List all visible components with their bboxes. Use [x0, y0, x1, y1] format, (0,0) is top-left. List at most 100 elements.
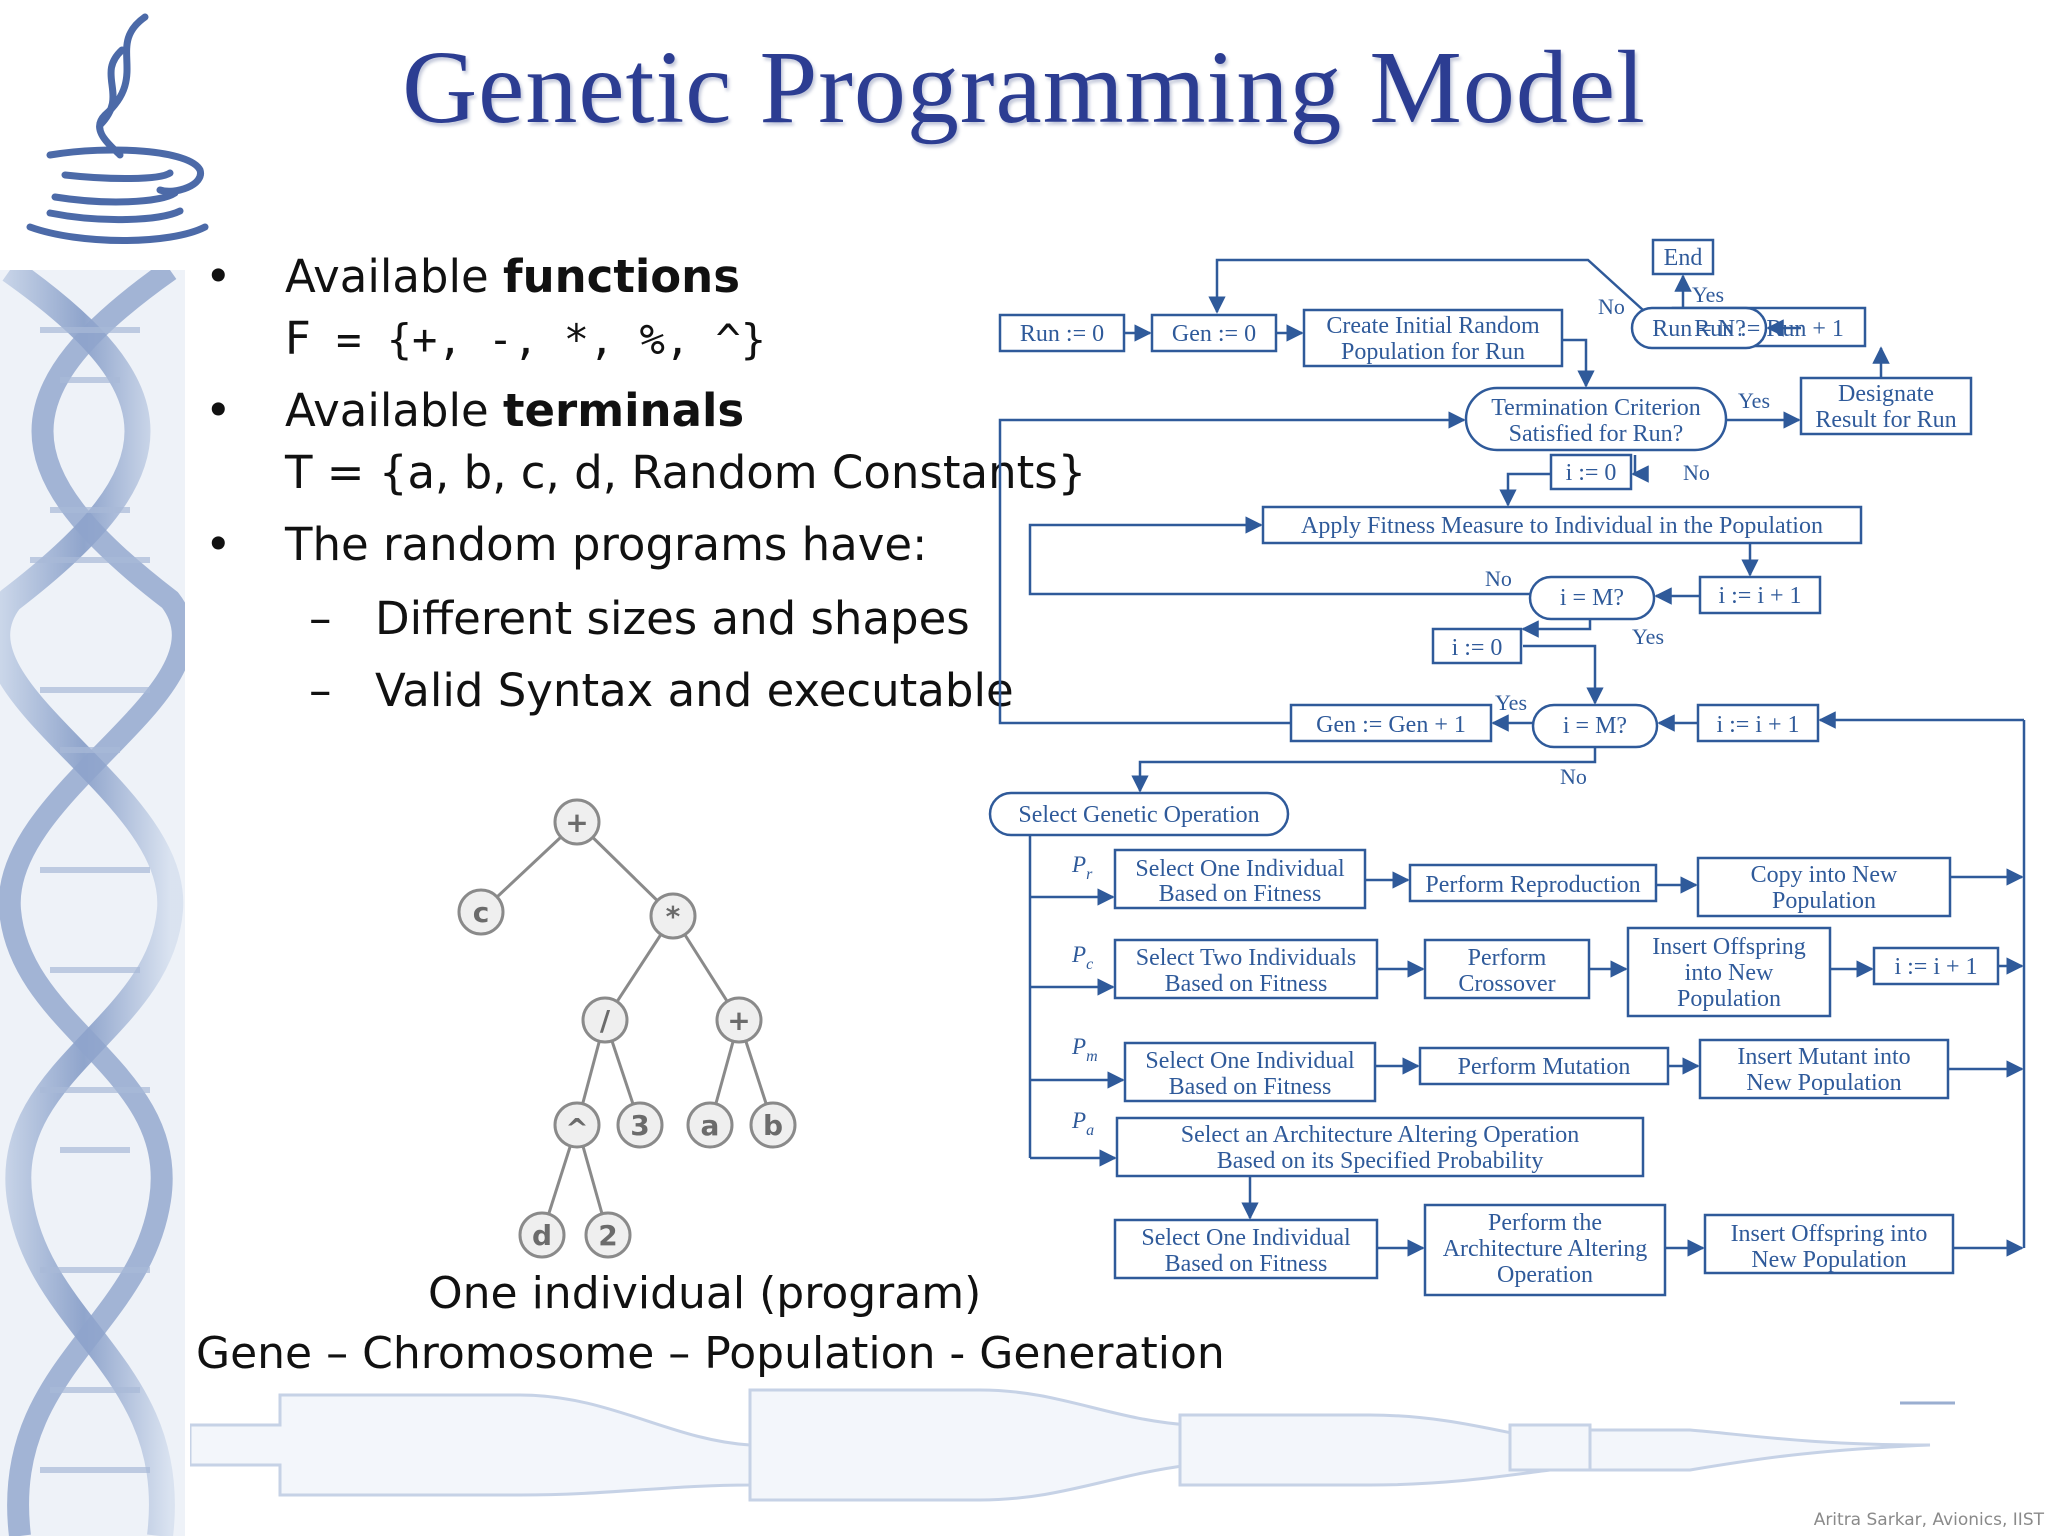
prob-crossover: Pc: [1071, 942, 1093, 973]
program-tree-diagram: + c * / + ^ 3 a b d 2: [457, 798, 797, 1259]
prob-mutation: Pm: [1071, 1034, 1098, 1065]
prob-reproduction: Pr: [1071, 852, 1093, 883]
tree-node-b: b: [763, 1109, 783, 1142]
tree-node-3: 3: [630, 1109, 649, 1142]
fc-select-two-a: Select Two Individuals: [1136, 945, 1357, 971]
fc-i-equals-m-2: i = M?: [1563, 713, 1627, 739]
chromosome-decoration: [190, 1388, 1955, 1502]
tree-node-divide: /: [600, 1004, 611, 1037]
sub-bullet-syntax: Valid Syntax and executable: [375, 664, 1014, 717]
fc-create-1: Create Initial Random: [1326, 313, 1540, 339]
bullet-marker: •: [205, 518, 232, 571]
fc-select-one-1b: Based on Fitness: [1159, 881, 1322, 907]
label-yes: Yes: [1495, 690, 1527, 715]
tree-node-a: a: [701, 1109, 720, 1142]
label-no: No: [1598, 294, 1625, 319]
page-title: Genetic Programming Model: [402, 30, 1646, 145]
caption-chain: Gene – Chromosome – Population - Generat…: [196, 1328, 1225, 1379]
bullet-terminals: Available terminals: [285, 384, 744, 437]
fc-crossover-2: Crossover: [1458, 971, 1555, 997]
fc-gen-zero: Gen := 0: [1172, 321, 1256, 347]
fc-i-zero-a: i := 0: [1566, 460, 1617, 486]
tree-node-circles: [457, 798, 797, 1259]
fc-designate-1: Designate: [1838, 381, 1934, 407]
fc-termination-2: Satisfied for Run?: [1509, 421, 1684, 447]
formula-symbol: F: [285, 312, 311, 365]
fc-arch-select-2: Based on its Specified Probability: [1217, 1148, 1544, 1174]
fc-insert-mutant-1: Insert Mutant into: [1737, 1044, 1910, 1070]
fc-create-2: Population for Run: [1341, 339, 1525, 365]
fc-select-one-4b: Based on Fitness: [1165, 1251, 1328, 1277]
bullet-text: Available: [285, 250, 503, 303]
prob-architecture: Pa: [1071, 1108, 1094, 1139]
fc-i-zero-b: i := 0: [1452, 635, 1503, 661]
bullet-bold-text: terminals: [503, 384, 745, 437]
formula-set: = {a, b, c, d, Random Constants}: [312, 446, 1087, 499]
fc-run-increment: Run := Run + 1: [1694, 316, 1844, 342]
fc-select-one-1a: Select One Individual: [1135, 856, 1345, 882]
label-no: No: [1683, 460, 1710, 485]
sub-bullet-marker: –: [309, 664, 332, 717]
fc-select-genetic-operation: Select Genetic Operation: [1018, 802, 1259, 828]
tree-node-plus: +: [565, 806, 588, 839]
function-set: F = {+, -, *, %, ^}: [285, 312, 766, 365]
tree-node-2: 2: [598, 1219, 617, 1252]
label-yes: Yes: [1738, 388, 1770, 413]
label-no: No: [1560, 764, 1587, 789]
fc-perform-arch-1: Perform the: [1488, 1210, 1602, 1236]
tree-node-times: *: [666, 900, 681, 933]
bullet-text: Available: [285, 384, 503, 437]
fc-select-one-4a: Select One Individual: [1141, 1225, 1351, 1251]
fc-i-equals-m-1: i = M?: [1560, 585, 1624, 611]
dna-helix-decoration: [0, 270, 185, 1536]
label-yes: Yes: [1632, 624, 1664, 649]
fc-run-equals-n: Run = N?: [1652, 316, 1746, 342]
fc-termination-1: Termination Criterion: [1491, 395, 1701, 421]
sub-bullet-sizes: Different sizes and shapes: [375, 592, 970, 645]
label-yes: Yes: [1692, 282, 1724, 307]
gp-flowchart: End Run := 0 Gen := 0 Create Initial Ran…: [988, 238, 2026, 1297]
tree-node-plus-2: +: [727, 1004, 750, 1037]
fc-copy-2: Population: [1772, 888, 1876, 914]
fc-select-one-3a: Select One Individual: [1145, 1048, 1355, 1074]
fc-i-increment-1: i := i + 1: [1718, 583, 1801, 609]
bullet-marker: •: [205, 384, 232, 437]
fc-perform-arch-2: Architecture Altering: [1443, 1236, 1648, 1262]
fc-insert-offspring-3: Population: [1677, 986, 1781, 1012]
fc-insert-arch-2: New Population: [1751, 1247, 1906, 1273]
fc-run-zero: Run := 0: [1020, 321, 1104, 347]
flowchart-boxes: [998, 238, 2000, 1297]
fc-select-one-3b: Based on Fitness: [1169, 1074, 1332, 1100]
bullet-functions: Available functions: [285, 250, 740, 303]
fc-copy-1: Copy into New: [1751, 862, 1898, 888]
fc-i-increment-2: i := i + 1: [1716, 712, 1799, 738]
sub-bullet-marker: –: [309, 592, 332, 645]
fc-insert-arch-1: Insert Offspring into: [1731, 1221, 1928, 1247]
footer-credit: Aritra Sarkar, Avionics, IIST: [1813, 1510, 2044, 1530]
fc-apply-fitness: Apply Fitness Measure to Individual in t…: [1301, 513, 1823, 539]
formula-symbol: T: [285, 446, 313, 499]
flowchart-arrows: [998, 258, 2026, 1257]
fc-crossover-1: Perform: [1468, 945, 1547, 971]
label-no: No: [1485, 566, 1512, 591]
bullet-marker: •: [205, 250, 232, 303]
formula-set: = {+, -, *, %, ^}: [310, 315, 767, 364]
fc-end: End: [1664, 245, 1703, 271]
fc-perform-arch-3: Operation: [1497, 1262, 1593, 1288]
fc-insert-offspring-2: into New: [1685, 960, 1774, 986]
terminal-set: T = {a, b, c, d, Random Constants}: [285, 446, 1086, 499]
fc-designate-2: Result for Run: [1815, 407, 1956, 433]
fc-insert-mutant-2: New Population: [1746, 1070, 1901, 1096]
fc-select-two-b: Based on Fitness: [1165, 971, 1328, 997]
tree-node-d: d: [532, 1219, 552, 1252]
tree-node-power: ^: [565, 1112, 588, 1145]
caption-individual: One individual (program): [428, 1268, 982, 1319]
bullet-bold-text: functions: [503, 250, 740, 303]
fc-perform-mutation: Perform Mutation: [1458, 1054, 1631, 1080]
fc-i-increment-3: i := i + 1: [1894, 954, 1977, 980]
flowchart-decisions: [988, 306, 1768, 837]
fc-insert-offspring-1: Insert Offspring: [1652, 934, 1806, 960]
fc-gen-increment: Gen := Gen + 1: [1316, 712, 1466, 738]
java-logo-icon: [26, 13, 209, 244]
